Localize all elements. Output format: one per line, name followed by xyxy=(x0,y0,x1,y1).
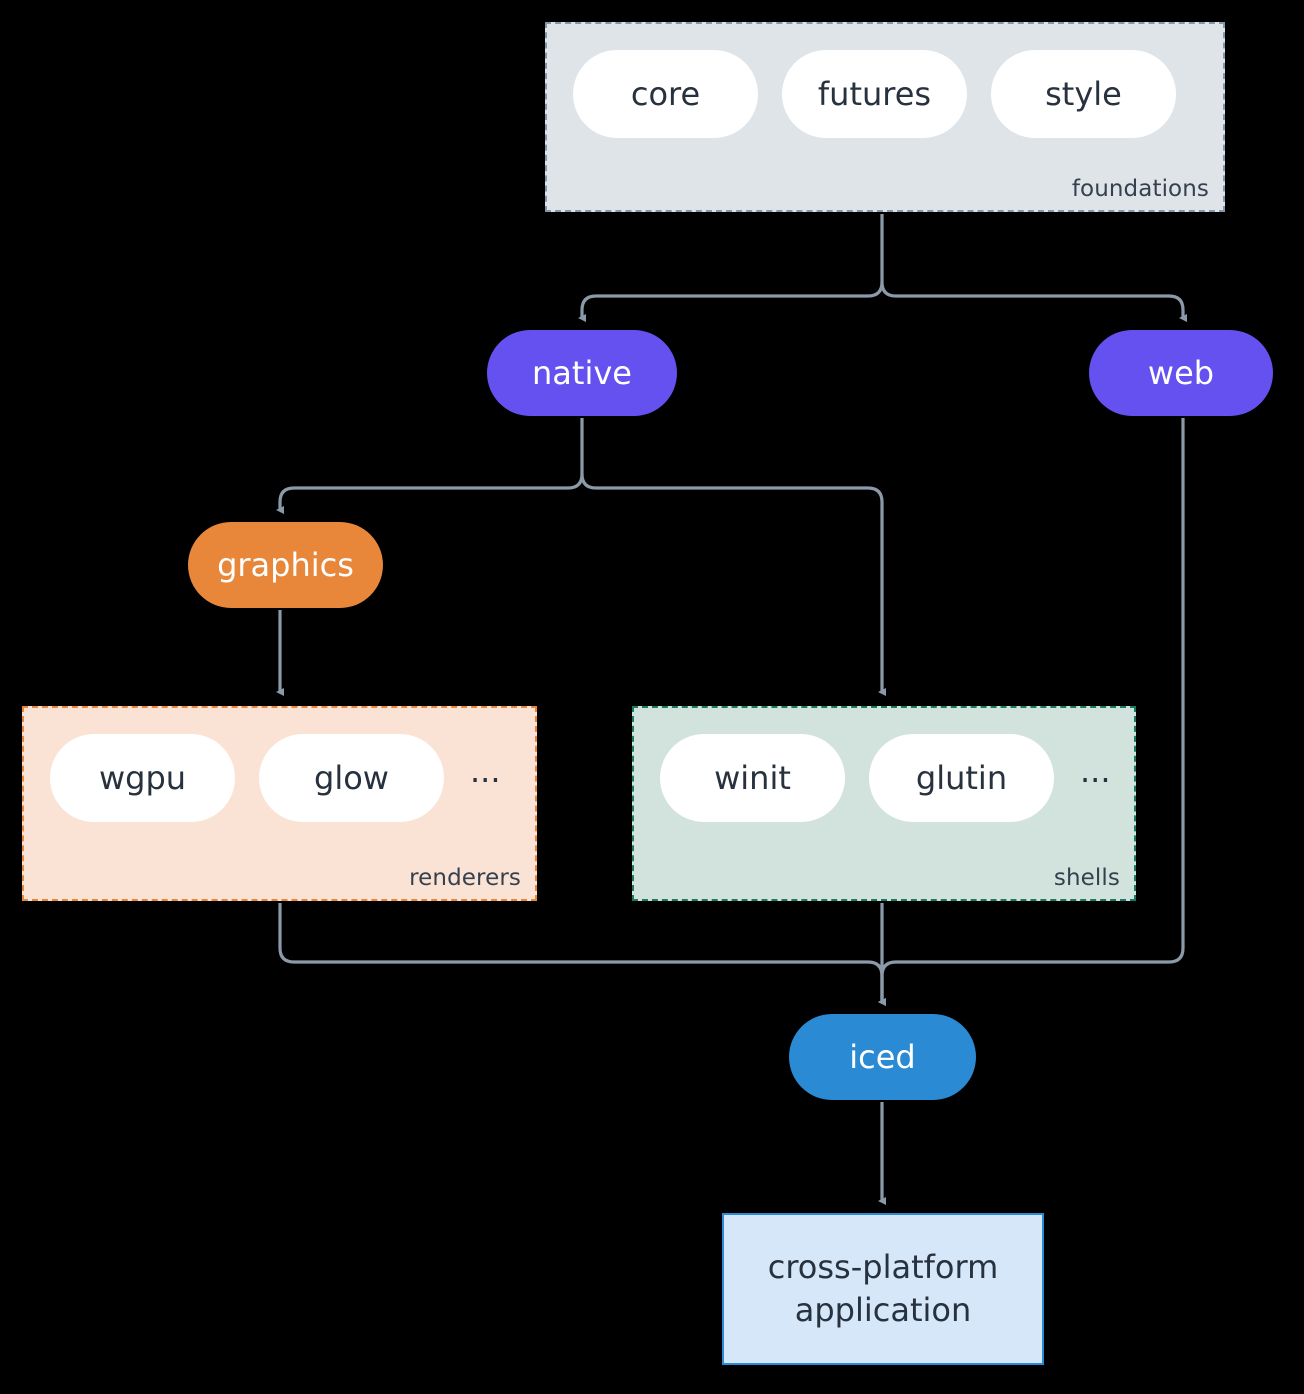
shells-ellipsis: ... xyxy=(1080,752,1111,790)
edge-foundations-web xyxy=(880,281,1187,322)
cluster-renderers: wgpu glow ... renderers xyxy=(22,706,537,901)
node-wgpu[interactable]: wgpu xyxy=(50,734,235,822)
node-core[interactable]: core xyxy=(573,50,758,138)
node-glutin[interactable]: glutin xyxy=(869,734,1054,822)
cluster-shells-items: winit glutin ... xyxy=(660,734,1111,822)
application-label-line2: application xyxy=(794,1291,972,1329)
cluster-shells-label: shells xyxy=(1053,865,1120,891)
edge-native-shells xyxy=(580,473,886,696)
node-graphics[interactable]: graphics xyxy=(188,522,383,608)
node-native[interactable]: native xyxy=(487,330,677,416)
cluster-renderers-label: renderers xyxy=(409,865,521,891)
cluster-foundations: core futures style foundations xyxy=(545,22,1225,212)
node-cross-platform-application[interactable]: cross-platform application xyxy=(722,1213,1044,1365)
edge-renderers-iced xyxy=(278,903,886,1006)
cluster-foundations-label: foundations xyxy=(1071,176,1209,202)
node-winit[interactable]: winit xyxy=(660,734,845,822)
node-futures[interactable]: futures xyxy=(782,50,967,138)
renderers-ellipsis: ... xyxy=(470,752,501,790)
cluster-shells: winit glutin ... shells xyxy=(632,706,1136,901)
application-label-line1: cross-platform xyxy=(767,1247,999,1286)
node-glow[interactable]: glow xyxy=(259,734,444,822)
edge-native-graphics xyxy=(276,418,584,514)
node-web[interactable]: web xyxy=(1089,330,1273,416)
node-iced[interactable]: iced xyxy=(789,1014,976,1100)
node-style[interactable]: style xyxy=(991,50,1176,138)
edge-foundations-native xyxy=(578,214,884,322)
cluster-renderers-items: wgpu glow ... xyxy=(50,734,501,822)
cluster-foundations-items: core futures style xyxy=(573,50,1176,138)
